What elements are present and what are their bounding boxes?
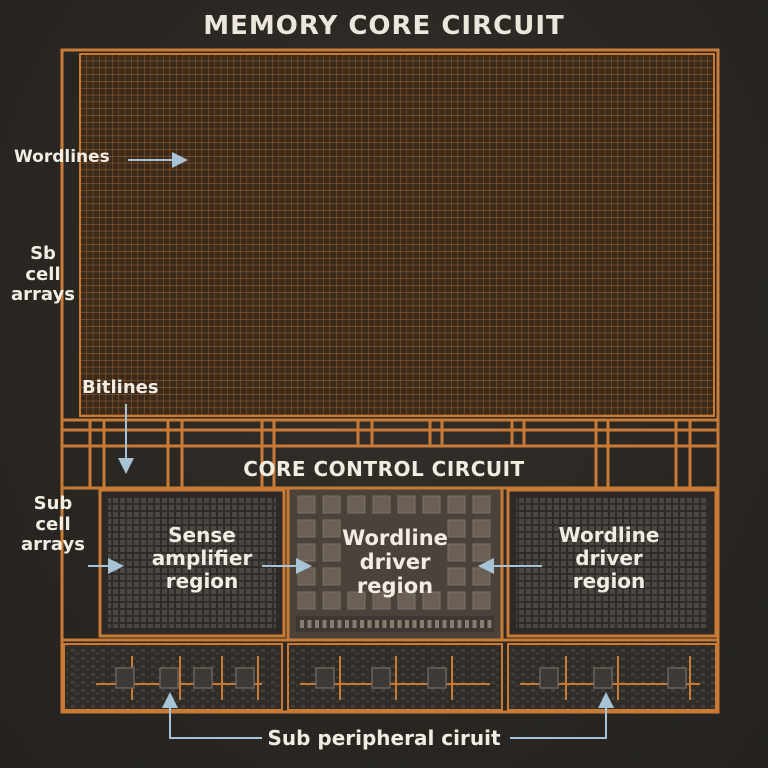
driver-pad xyxy=(297,543,316,562)
driver-tick xyxy=(352,620,357,628)
driver-pad xyxy=(297,591,316,610)
driver-tick xyxy=(457,620,462,628)
peripheral-left-arrow xyxy=(162,692,262,739)
driver-tick xyxy=(390,620,394,628)
driver-pad xyxy=(472,567,491,586)
driver-pad xyxy=(322,495,341,514)
sub-cell-arrays-line-2: cell xyxy=(35,513,71,535)
driver-pad xyxy=(372,591,391,610)
sb-cell-arrays-line-2: cell xyxy=(25,263,61,285)
driver-pad xyxy=(447,591,466,610)
driver-tick xyxy=(480,620,484,628)
sb-cell-arrays-line-1: Sb xyxy=(30,243,56,264)
wordline-driver-right-block xyxy=(506,488,718,638)
driver-pad xyxy=(297,519,316,538)
driver-tick xyxy=(427,620,432,628)
sense-amplifier-block xyxy=(98,488,286,638)
driver-right-line-2: driver xyxy=(575,546,643,570)
bitlines-label: Bitlines xyxy=(82,377,159,398)
driver-pad xyxy=(347,495,366,514)
driver-center-line-1: Wordline xyxy=(342,526,448,550)
wordline-driver-right-label: Wordline driver region xyxy=(542,524,676,593)
driver-pad xyxy=(472,519,491,538)
peripheral-right-arrow xyxy=(510,692,614,739)
driver-tick xyxy=(322,620,327,628)
sb-cell-arrays-label: Sb cell arrays xyxy=(10,243,76,306)
driver-tick xyxy=(337,620,342,628)
driver-tick xyxy=(382,620,387,628)
driver-tick xyxy=(360,620,364,628)
bitline-bus xyxy=(60,418,720,490)
driver-pad xyxy=(297,567,316,586)
driver-pad xyxy=(322,543,341,562)
driver-pad xyxy=(472,591,491,610)
driver-pad xyxy=(322,519,341,538)
wordline-driver-center-label: Wordline driver region xyxy=(330,526,460,598)
driver-pad xyxy=(472,543,491,562)
driver-pad xyxy=(447,519,466,538)
sub-cell-arrays-label: Sub cell arrays xyxy=(14,493,92,556)
driver-center-line-2: driver xyxy=(359,550,431,575)
driver-tick xyxy=(307,620,312,628)
driver-pad xyxy=(372,495,391,514)
sub-peripheral-label: Sub peripheral ciruit xyxy=(267,726,501,750)
sub-peripheral-blocks xyxy=(63,643,717,711)
sub-cell-arrays-line-3: arrays xyxy=(21,534,85,556)
driver-pad xyxy=(397,495,416,514)
driver-tick xyxy=(397,620,402,628)
wordline-driver-center-block xyxy=(286,486,504,642)
driver-right-line-1: Wordline xyxy=(558,523,660,547)
memory-array xyxy=(60,48,720,645)
driver-tick xyxy=(442,620,447,628)
driver-tick xyxy=(420,620,424,628)
driver-tick xyxy=(367,620,372,628)
sense-amp-line-2: amplifier xyxy=(151,546,253,570)
driver-tick xyxy=(435,620,439,628)
sense-amp-line-1: Sense xyxy=(168,523,236,547)
driver-pad xyxy=(472,495,491,514)
driver-center-line-3: region xyxy=(356,574,434,599)
driver-tick xyxy=(412,620,417,628)
driver-tick xyxy=(472,620,477,628)
driver-tick xyxy=(345,620,349,628)
driver-pad xyxy=(322,591,341,610)
driver-tick xyxy=(465,620,469,628)
sb-cell-arrays-line-3: arrays xyxy=(11,284,75,306)
sub-cell-arrays-line-1: Sub xyxy=(33,493,73,514)
driver-tick xyxy=(450,620,454,628)
driver-pad xyxy=(447,567,466,586)
annotation-arrows xyxy=(88,152,614,739)
driver-pad xyxy=(422,591,441,610)
driver-pad xyxy=(347,591,366,610)
driver-pad xyxy=(397,591,416,610)
sense-amplifier-label: Sense amplifier region xyxy=(138,524,266,593)
driver-pad xyxy=(422,495,441,514)
driver-tick xyxy=(487,620,492,628)
core-control-label: CORE CONTROL CIRCUIT xyxy=(243,457,525,481)
driver-tick xyxy=(315,620,319,628)
driver-tick xyxy=(375,620,379,628)
driver-right-line-3: region xyxy=(572,569,646,593)
sense-amp-line-3: region xyxy=(165,569,239,593)
driver-tick xyxy=(405,620,409,628)
driver-pad xyxy=(322,567,341,586)
page-title: MEMORY CORE CIRCUIT xyxy=(203,11,565,41)
driver-tick xyxy=(300,620,304,628)
driver-pad xyxy=(447,495,466,514)
driver-pad xyxy=(297,495,316,514)
driver-pad xyxy=(447,543,466,562)
driver-tick xyxy=(330,620,334,628)
wordlines-label: Wordlines xyxy=(14,147,110,167)
